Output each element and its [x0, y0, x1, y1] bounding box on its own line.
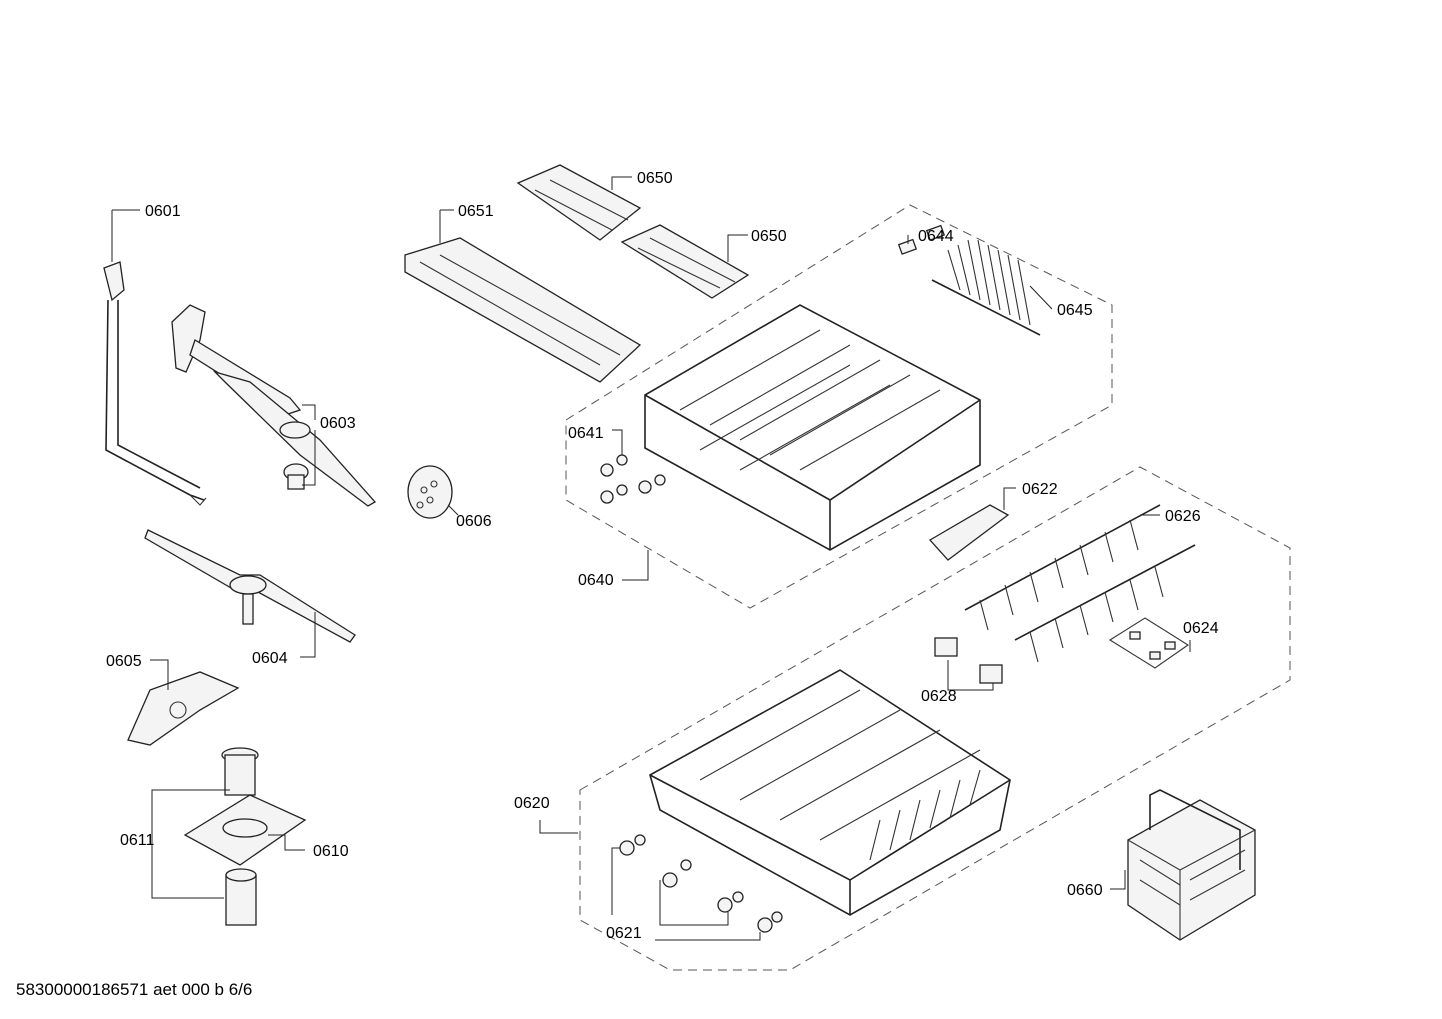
- handle-0622: [928, 504, 1010, 561]
- label-0611: 0611: [120, 832, 155, 849]
- filter-disc-0606: [407, 465, 453, 519]
- holders-0628: [934, 637, 1003, 684]
- label-0622: 0622: [1022, 481, 1058, 498]
- cup-shelf-0651: [404, 237, 642, 383]
- clips-0624: [1108, 617, 1189, 669]
- label-0650-upper: 0650: [637, 170, 673, 187]
- supply-pipe-0601: [103, 261, 207, 506]
- upper-basket-0640: [644, 304, 981, 551]
- label-0644: 0644: [918, 228, 954, 245]
- cup-rack-0650-upper: [516, 164, 642, 241]
- lower-spray-arm-0604: [144, 529, 356, 643]
- label-0603: 0603: [320, 415, 356, 432]
- rollers-0621: [619, 834, 783, 933]
- label-0640: 0640: [578, 572, 614, 589]
- upper-basket-group-outline: [565, 204, 1113, 609]
- label-0604: 0604: [252, 650, 288, 667]
- label-0651: 0651: [458, 203, 494, 220]
- label-0626: 0626: [1165, 508, 1201, 525]
- fold-down-rack-0645: [931, 239, 1041, 336]
- label-0650-lower: 0650: [751, 228, 787, 245]
- cutlery-basket-0660: [1127, 789, 1256, 941]
- label-0660: 0660: [1067, 882, 1103, 899]
- fold-down-tines-0626: [964, 504, 1196, 663]
- filter-assembly-0610-0611: [183, 747, 307, 926]
- label-0645: 0645: [1057, 302, 1093, 319]
- rollers-0641: [600, 454, 666, 504]
- label-0605: 0605: [106, 653, 142, 670]
- label-0621: 0621: [606, 925, 642, 942]
- sieve-cover-0605: [127, 671, 240, 746]
- label-0628: 0628: [921, 688, 957, 705]
- document-footer-code: 58300000186571 aet 000 b 6/6: [16, 980, 253, 999]
- lower-basket-0620: [649, 669, 1011, 916]
- label-0606: 0606: [456, 513, 492, 530]
- upper-spray-arm-0603: [171, 304, 377, 507]
- label-0641: 0641: [568, 425, 604, 442]
- label-0601: 0601: [145, 203, 181, 220]
- label-0624: 0624: [1183, 620, 1219, 637]
- lower-basket-group-outline: [579, 466, 1291, 971]
- cup-rack-0650-lower: [620, 224, 750, 299]
- label-0620: 0620: [514, 795, 550, 812]
- clips-0644: [897, 224, 946, 255]
- label-0610: 0610: [313, 843, 349, 860]
